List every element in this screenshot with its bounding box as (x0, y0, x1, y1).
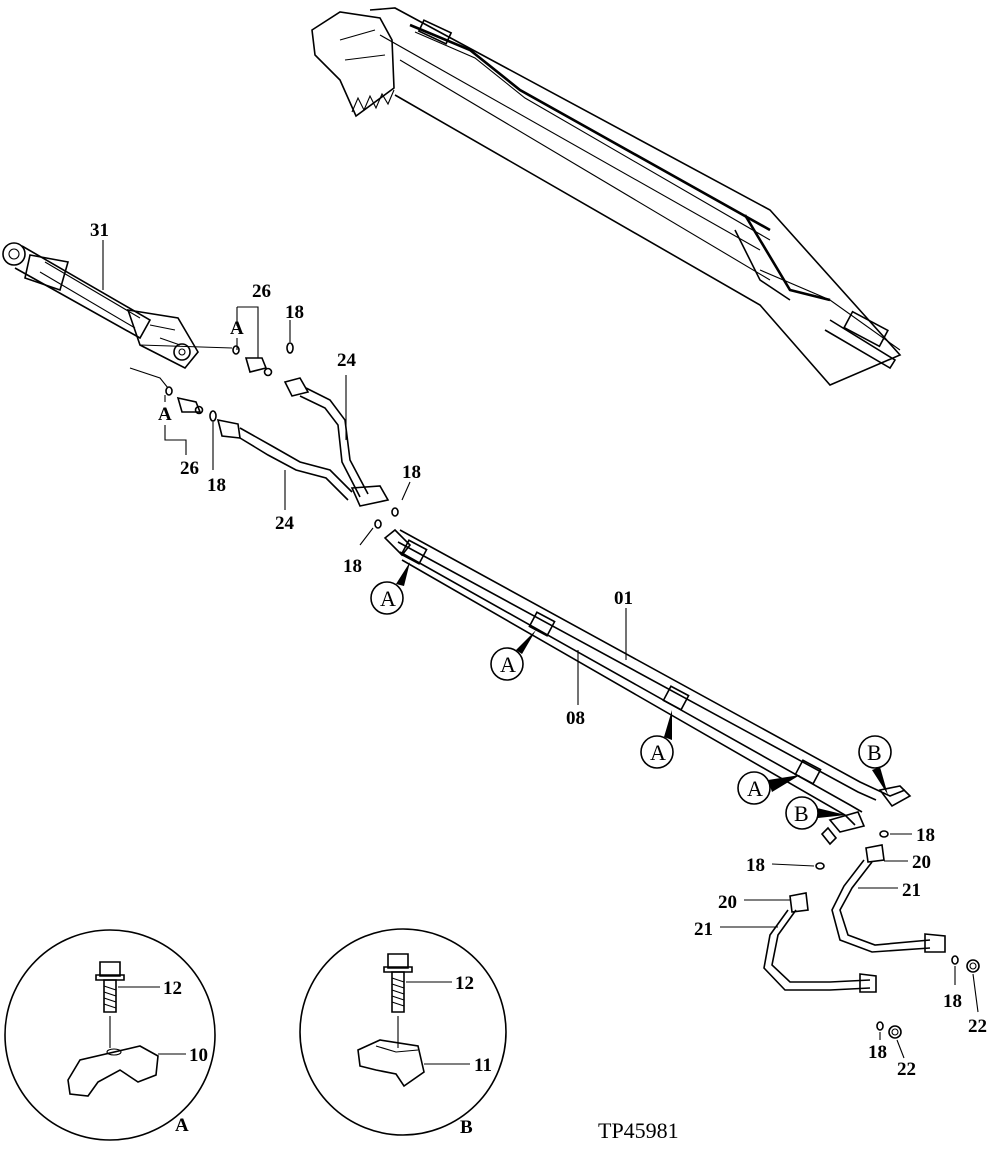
pipe-assembly-01-08 (383, 528, 912, 846)
detail-b (299, 928, 507, 1136)
part-label-24-bot: 24 (275, 513, 295, 534)
cap-22-b (888, 1025, 902, 1039)
detail-a-caption: A (175, 1115, 189, 1136)
callout-b-2: B (785, 796, 846, 830)
part-label-24-top: 24 (337, 350, 357, 371)
part-label-20-a: 20 (912, 852, 931, 873)
ref-label-a-lower: A (158, 404, 172, 425)
hose-21-left (763, 862, 877, 993)
hose-24-lower (216, 418, 390, 510)
callout-a-1: A (370, 562, 410, 615)
hose-21-right (831, 830, 946, 953)
part-label-22-b: 22 (897, 1059, 916, 1080)
part-label-08: 08 (566, 708, 585, 729)
svg-text:B: B (867, 740, 882, 765)
part-label-18-e: 18 (916, 825, 935, 846)
part-label-22-a: 22 (968, 1016, 987, 1037)
detail-b-caption: B (460, 1117, 473, 1138)
figure-id: TP45981 (598, 1118, 679, 1143)
part-label-18-b: 18 (207, 475, 226, 496)
fitting-26-upper (139, 306, 294, 377)
part-label-12-b: 12 (455, 973, 474, 994)
fitting-26-lower (129, 367, 217, 470)
svg-text:A: A (380, 586, 396, 611)
part-label-18-d: 18 (343, 556, 362, 577)
boom-arm-illustration (311, 7, 902, 386)
oring-18-g (951, 955, 959, 965)
part-label-11: 11 (474, 1055, 492, 1076)
part-label-18-c: 18 (402, 462, 421, 483)
part-label-18-g: 18 (943, 991, 962, 1012)
ref-label-a-upper: A (230, 318, 244, 339)
part-label-20-b: 20 (718, 892, 737, 913)
callout-b-1: B (858, 735, 892, 795)
oring-18-d (374, 519, 382, 529)
svg-text:B: B (794, 801, 809, 826)
part-label-26-top: 26 (252, 281, 271, 302)
callout-a-2: A (490, 630, 536, 681)
part-label-21-b: 21 (694, 919, 713, 940)
oring-18-c (391, 507, 399, 517)
callout-a-4: A (737, 771, 800, 805)
hose-24-upper (283, 375, 369, 498)
oring-18-h (876, 1021, 884, 1031)
svg-text:A: A (650, 740, 666, 765)
part-label-18-f: 18 (746, 855, 765, 876)
cap-22-a (966, 959, 980, 973)
detail-a (4, 929, 216, 1141)
part-label-21-a: 21 (902, 880, 921, 901)
part-label-26-bot: 26 (180, 458, 199, 479)
part-label-01: 01 (614, 588, 633, 609)
callout-a-3: A (640, 710, 674, 769)
svg-text:A: A (747, 776, 763, 801)
part-label-31: 31 (90, 220, 109, 241)
part-label-18-h: 18 (868, 1042, 887, 1063)
part-label-12-a: 12 (163, 978, 182, 999)
part-label-10: 10 (189, 1045, 208, 1066)
svg-text:A: A (500, 652, 516, 677)
part-label-18-a: 18 (285, 302, 304, 323)
cylinder-31 (2, 242, 199, 370)
